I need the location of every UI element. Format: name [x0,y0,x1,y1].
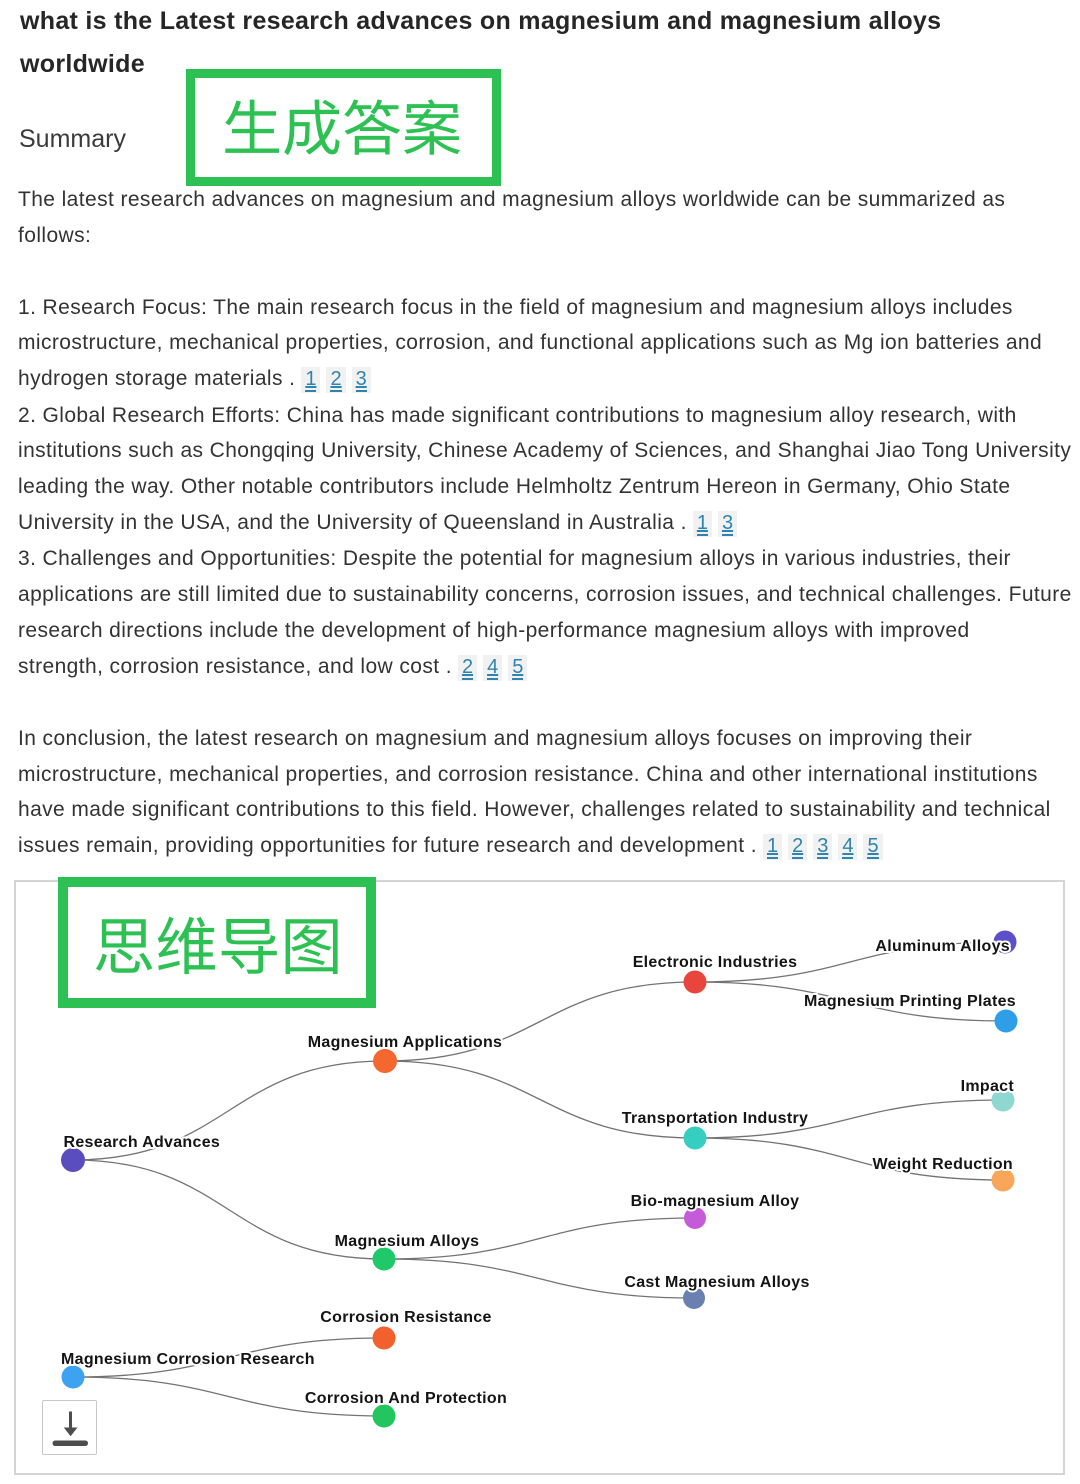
svg-text:Electronic Industries: Electronic Industries [633,954,798,971]
svg-text:Magnesium Printing Plates: Magnesium Printing Plates [804,993,1016,1010]
svg-text:Cast Magnesium Alloys: Cast Magnesium Alloys [624,1274,809,1291]
svg-text:Impact: Impact [961,1078,1015,1095]
svg-text:Corrosion Resistance: Corrosion Resistance [320,1309,491,1326]
svg-text:Corrosion And Protection: Corrosion And Protection [305,1390,507,1407]
svg-text:Aluminum Alloys: Aluminum Alloys [875,938,1010,955]
svg-text:Magnesium Corrosion Research: Magnesium Corrosion Research [61,1351,315,1368]
svg-text:Magnesium Alloys: Magnesium Alloys [335,1233,480,1250]
svg-text:Transportation Industry: Transportation Industry [622,1110,808,1127]
svg-text:Weight Reduction: Weight Reduction [873,1156,1014,1173]
svg-text:Magnesium Applications: Magnesium Applications [308,1034,502,1051]
svg-text:Bio-magnesium Alloy: Bio-magnesium Alloy [631,1193,800,1210]
svg-text:Research Advances: Research Advances [64,1134,221,1151]
